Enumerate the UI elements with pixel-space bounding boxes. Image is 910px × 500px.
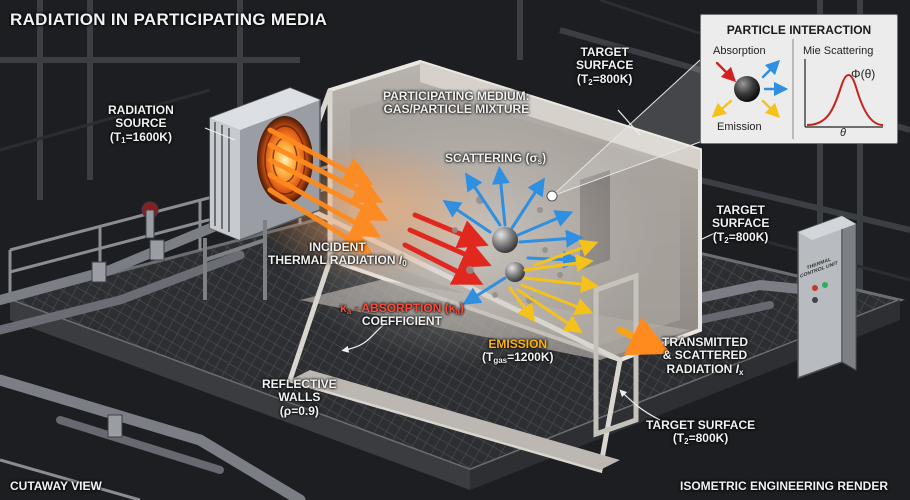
label-line: TARGET bbox=[580, 45, 629, 59]
label-subscript: 2 bbox=[588, 77, 593, 87]
label-line: SURFACE bbox=[712, 216, 770, 231]
inset-title: PARTICLE INTERACTION bbox=[726, 23, 872, 37]
label-subscript: x bbox=[739, 367, 744, 377]
label-part: (T bbox=[109, 129, 122, 144]
label-line: INCIDENT bbox=[309, 240, 366, 254]
inset-mie-label: Mie Scattering bbox=[803, 45, 874, 57]
label-line: EMISSION bbox=[488, 337, 548, 351]
label-subscript: s bbox=[537, 157, 543, 166]
inset-emission-label: Emission bbox=[717, 121, 762, 133]
label-line: SOURCE bbox=[115, 116, 167, 131]
label-part: =1600K) bbox=[125, 129, 172, 144]
label-part: - ABSORPTION (κ bbox=[351, 301, 456, 315]
label-part: (T bbox=[712, 229, 725, 244]
inset-theta-label: θ bbox=[840, 127, 846, 139]
label-line: GAS/PARTICLE MIXTURE bbox=[383, 102, 530, 117]
label-part: SCATTERING (σ bbox=[445, 151, 538, 165]
inset-absorption-label: Absorption bbox=[713, 45, 766, 57]
label-participating-medium: PARTICIPATING MEDIUM: GAS/PARTICLE MIXTU… bbox=[383, 89, 530, 117]
label-subscript: a bbox=[346, 307, 352, 316]
label-line: RADIATION bbox=[108, 103, 174, 117]
emission-arrow bbox=[761, 99, 781, 119]
label-part: RADIATION bbox=[666, 361, 736, 376]
label-line: SURFACE bbox=[576, 58, 634, 73]
label-target-surface-right: TARGET SURFACE (T2=800K) bbox=[712, 203, 770, 245]
label-symbol: I bbox=[398, 253, 403, 268]
label-part: ) bbox=[459, 301, 464, 315]
label-subscript: 0 bbox=[402, 259, 407, 269]
label-part: =800K) bbox=[592, 71, 633, 86]
label-part: =800K) bbox=[688, 431, 729, 446]
label-part: =800K) bbox=[728, 229, 769, 244]
label-transmitted-radiation: TRANSMITTED & SCATTERED RADIATION Ix bbox=[662, 335, 748, 377]
label-part: (T bbox=[576, 71, 589, 86]
label-line: REFLECTIVE bbox=[262, 377, 337, 391]
label-part: =1200K) bbox=[507, 350, 554, 365]
inset-phase-label: Φ(θ) bbox=[851, 67, 876, 81]
label-line: TARGET SURFACE bbox=[646, 418, 756, 432]
phase-curve bbox=[806, 74, 884, 126]
label-line: COEFFICIENT bbox=[361, 314, 442, 329]
label-subscript: a bbox=[455, 307, 460, 316]
particle-sphere bbox=[734, 76, 760, 102]
label-line: (ρ=0.9) bbox=[279, 403, 319, 418]
label-line: TARGET bbox=[716, 203, 765, 217]
emission-arrow bbox=[711, 99, 733, 118]
label-symbol: I bbox=[735, 361, 739, 376]
label-absorption-coefficient: κa - ABSORPTION (κa) COEFFICIENT bbox=[340, 301, 464, 329]
label-subscript: 2 bbox=[684, 437, 689, 447]
page-title: RADIATION IN PARTICIPATING MEDIA bbox=[10, 10, 328, 29]
label-target-surface-top: TARGET SURFACE (T2=800K) bbox=[576, 45, 634, 87]
particle-interaction-inset: PARTICLE INTERACTION Absorption Emission… bbox=[700, 14, 898, 144]
label-part: κ bbox=[340, 301, 347, 315]
label-subscript: 2 bbox=[724, 235, 729, 245]
label-target-surface-bottom: TARGET SURFACE (T2=800K) bbox=[646, 418, 756, 447]
label-incident-radiation: INCIDENT THERMAL RADIATION I0 bbox=[268, 240, 407, 269]
absorption-arrow bbox=[715, 61, 737, 83]
label-line: WALLS bbox=[278, 390, 321, 405]
footer-cutaway-view: CUTAWAY VIEW bbox=[10, 479, 102, 493]
label-part: (T bbox=[482, 350, 494, 365]
label-radiation-source: RADIATION SOURCE (T1=1600K) bbox=[108, 103, 174, 145]
label-reflective-walls: REFLECTIVE WALLS (ρ=0.9) bbox=[262, 377, 337, 418]
phase-function-plot bbox=[804, 59, 884, 128]
scatter-arrow bbox=[761, 59, 781, 79]
label-subscript: 1 bbox=[121, 135, 126, 145]
label-part: (T bbox=[672, 431, 685, 446]
label-emission: EMISSION (Tgas=1200K) bbox=[482, 337, 554, 366]
label-scattering: SCATTERING (σs) bbox=[445, 151, 547, 166]
label-subscript: gas bbox=[493, 356, 508, 366]
label-line: & SCATTERED bbox=[662, 348, 748, 363]
footer-render-type: ISOMETRIC ENGINEERING RENDER bbox=[680, 479, 889, 493]
label-part: THERMAL RADIATION bbox=[268, 253, 399, 268]
inset-drawing bbox=[711, 39, 884, 139]
label-line: PARTICIPATING MEDIUM: bbox=[383, 89, 530, 103]
label-line: TRANSMITTED bbox=[662, 335, 748, 349]
label-part: ) bbox=[542, 151, 547, 165]
